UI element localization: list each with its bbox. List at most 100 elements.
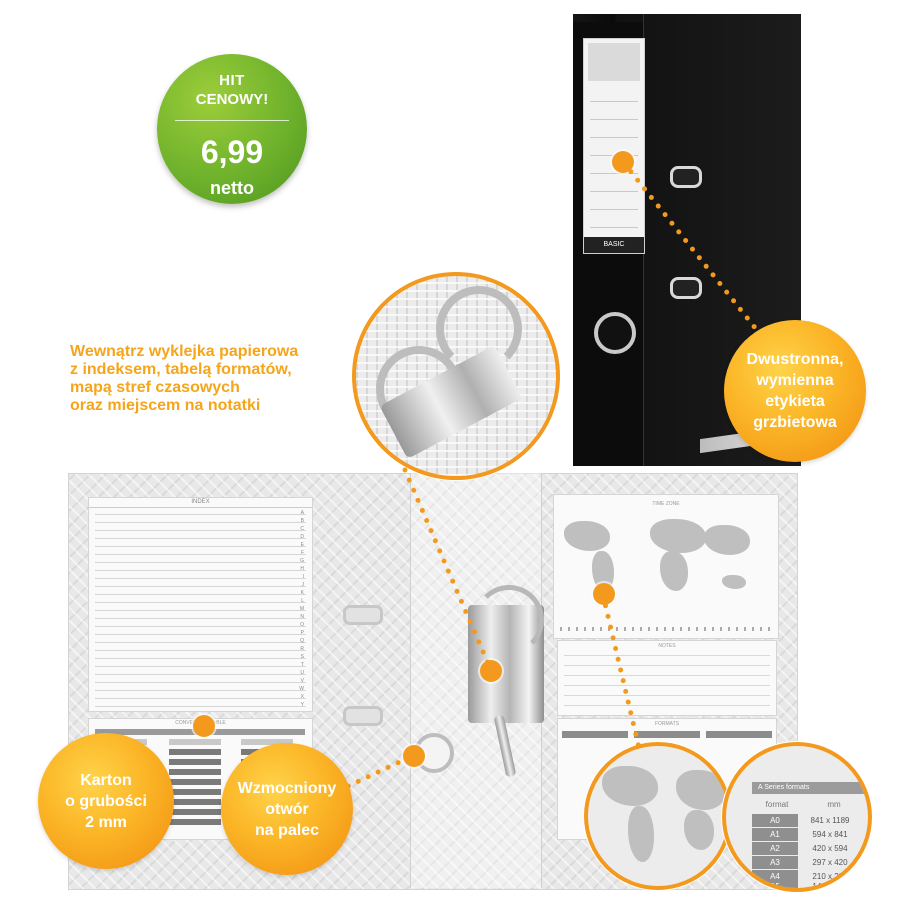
index-letter: S	[300, 654, 304, 660]
formats-column-header	[562, 731, 628, 738]
index-letter: W	[299, 686, 304, 692]
index-letter: M	[299, 606, 304, 612]
marker-carton	[193, 715, 215, 737]
callout-line: wymienna	[756, 372, 834, 389]
index-letter: R	[300, 646, 304, 652]
zoom-ring-arch	[436, 286, 522, 372]
index-row	[95, 682, 306, 683]
index-letter: B	[300, 518, 304, 524]
index-row	[95, 698, 306, 699]
notes-line	[564, 665, 770, 666]
index-row	[95, 610, 306, 611]
index-letter: X	[300, 694, 304, 700]
map-continent	[676, 770, 726, 810]
caption-line: Wewnątrz wyklejka papierowa	[70, 343, 299, 360]
zoom-mechanism-detail	[352, 272, 560, 480]
notes-line	[564, 675, 770, 676]
index-letter: C	[300, 526, 304, 532]
connector-spine-label	[621, 160, 763, 337]
formats-zoom-row: A3 297 x 420	[752, 856, 864, 869]
notes-line	[564, 705, 770, 706]
badge-divider	[175, 120, 289, 121]
callout-line: etykieta	[765, 393, 825, 410]
connector-map	[600, 592, 643, 755]
map-continent	[564, 521, 610, 551]
index-row	[95, 538, 306, 539]
callout-carton-thickness: Karton o grubości 2 mm	[38, 733, 174, 869]
zoom-map-detail	[584, 742, 732, 890]
index-row	[95, 706, 306, 707]
formats-zoom-row: A1 594 x 841	[752, 828, 864, 841]
index-row	[95, 642, 306, 643]
binder-eyelet	[670, 166, 702, 188]
formats-zoom-col-mm: mm	[827, 800, 841, 809]
index-letter: A	[300, 510, 304, 516]
index-letter: E	[300, 542, 304, 548]
notes-line	[564, 655, 770, 656]
badge-price: 6,99	[200, 134, 264, 170]
callout-line: o grubości	[65, 792, 147, 810]
index-letter: J	[301, 582, 305, 588]
marker-mechanism	[480, 660, 502, 682]
formats-zoom-col-format: format	[765, 800, 789, 809]
product-description-caption: Wewnątrz wyklejka papierowa z indeksem, …	[70, 343, 360, 415]
index-row	[95, 690, 306, 691]
map-continent	[722, 575, 746, 589]
index-letter: T	[300, 662, 304, 668]
connector-mechanism	[402, 467, 493, 671]
map-continent	[602, 766, 658, 806]
caption-line: mapą stref czasowych	[70, 379, 240, 396]
marker-finger-hole	[403, 745, 425, 767]
index-row	[95, 602, 306, 603]
index-row	[95, 674, 306, 675]
caption-line: oraz miejscem na notatki	[70, 397, 261, 414]
index-row	[95, 650, 306, 651]
formats-zoom-row: A4 210 x 297	[752, 870, 864, 883]
connector-finger-hole	[337, 755, 411, 793]
mechanism-ring	[474, 585, 544, 655]
conversion-table-cell	[169, 799, 221, 805]
conversion-table-cell	[169, 809, 221, 815]
index-letter: K	[300, 590, 304, 596]
formats-zoom-mm: 420 x 594	[812, 844, 848, 853]
spine-label-line	[590, 119, 638, 120]
conversion-table-cell	[169, 759, 221, 765]
conversion-table-cell	[169, 769, 221, 775]
badge-line-2: CENOWY!	[195, 91, 269, 108]
badge-line-1: HIT	[219, 72, 245, 89]
spine-label-line	[590, 191, 638, 192]
map-continent	[650, 519, 706, 553]
notes-sheet: NOTES	[557, 640, 777, 716]
formats-column-header	[706, 731, 772, 738]
formats-zoom-mm: 210 x 297	[812, 872, 848, 881]
index-letter: V	[300, 678, 304, 684]
conversion-table-cell	[169, 779, 221, 785]
index-letter: O	[300, 622, 304, 628]
map-continent	[684, 810, 714, 850]
index-row	[95, 658, 306, 659]
index-row	[95, 546, 306, 547]
spine-label-line	[590, 137, 638, 138]
index-row	[95, 562, 306, 563]
index-letter: H	[300, 566, 304, 572]
formats-zoom-format: A3	[752, 856, 798, 869]
formats-zoom-title: A Series formats	[752, 782, 868, 794]
formats-zoom-row: A5 148 x 210	[752, 880, 864, 888]
index-row	[95, 530, 306, 531]
index-letter: P	[300, 630, 304, 636]
binder-slot	[343, 706, 383, 726]
index-letter: Q	[300, 638, 304, 644]
badge-price-unit: netto	[210, 178, 254, 198]
formats-zoom-mm: 841 x 1189	[810, 816, 850, 825]
index-letter: U	[300, 670, 304, 676]
binder-eyelet	[670, 277, 702, 299]
index-letter: F	[300, 550, 304, 556]
formats-zoom-format: A5	[752, 880, 798, 888]
index-row	[95, 522, 306, 523]
spine-label-line	[590, 101, 638, 102]
map-continent	[704, 525, 750, 555]
formats-zoom-row: A2 420 x 594	[752, 842, 864, 855]
index-row	[95, 666, 306, 667]
index-row	[95, 626, 306, 627]
conversion-table-cell	[169, 749, 221, 755]
